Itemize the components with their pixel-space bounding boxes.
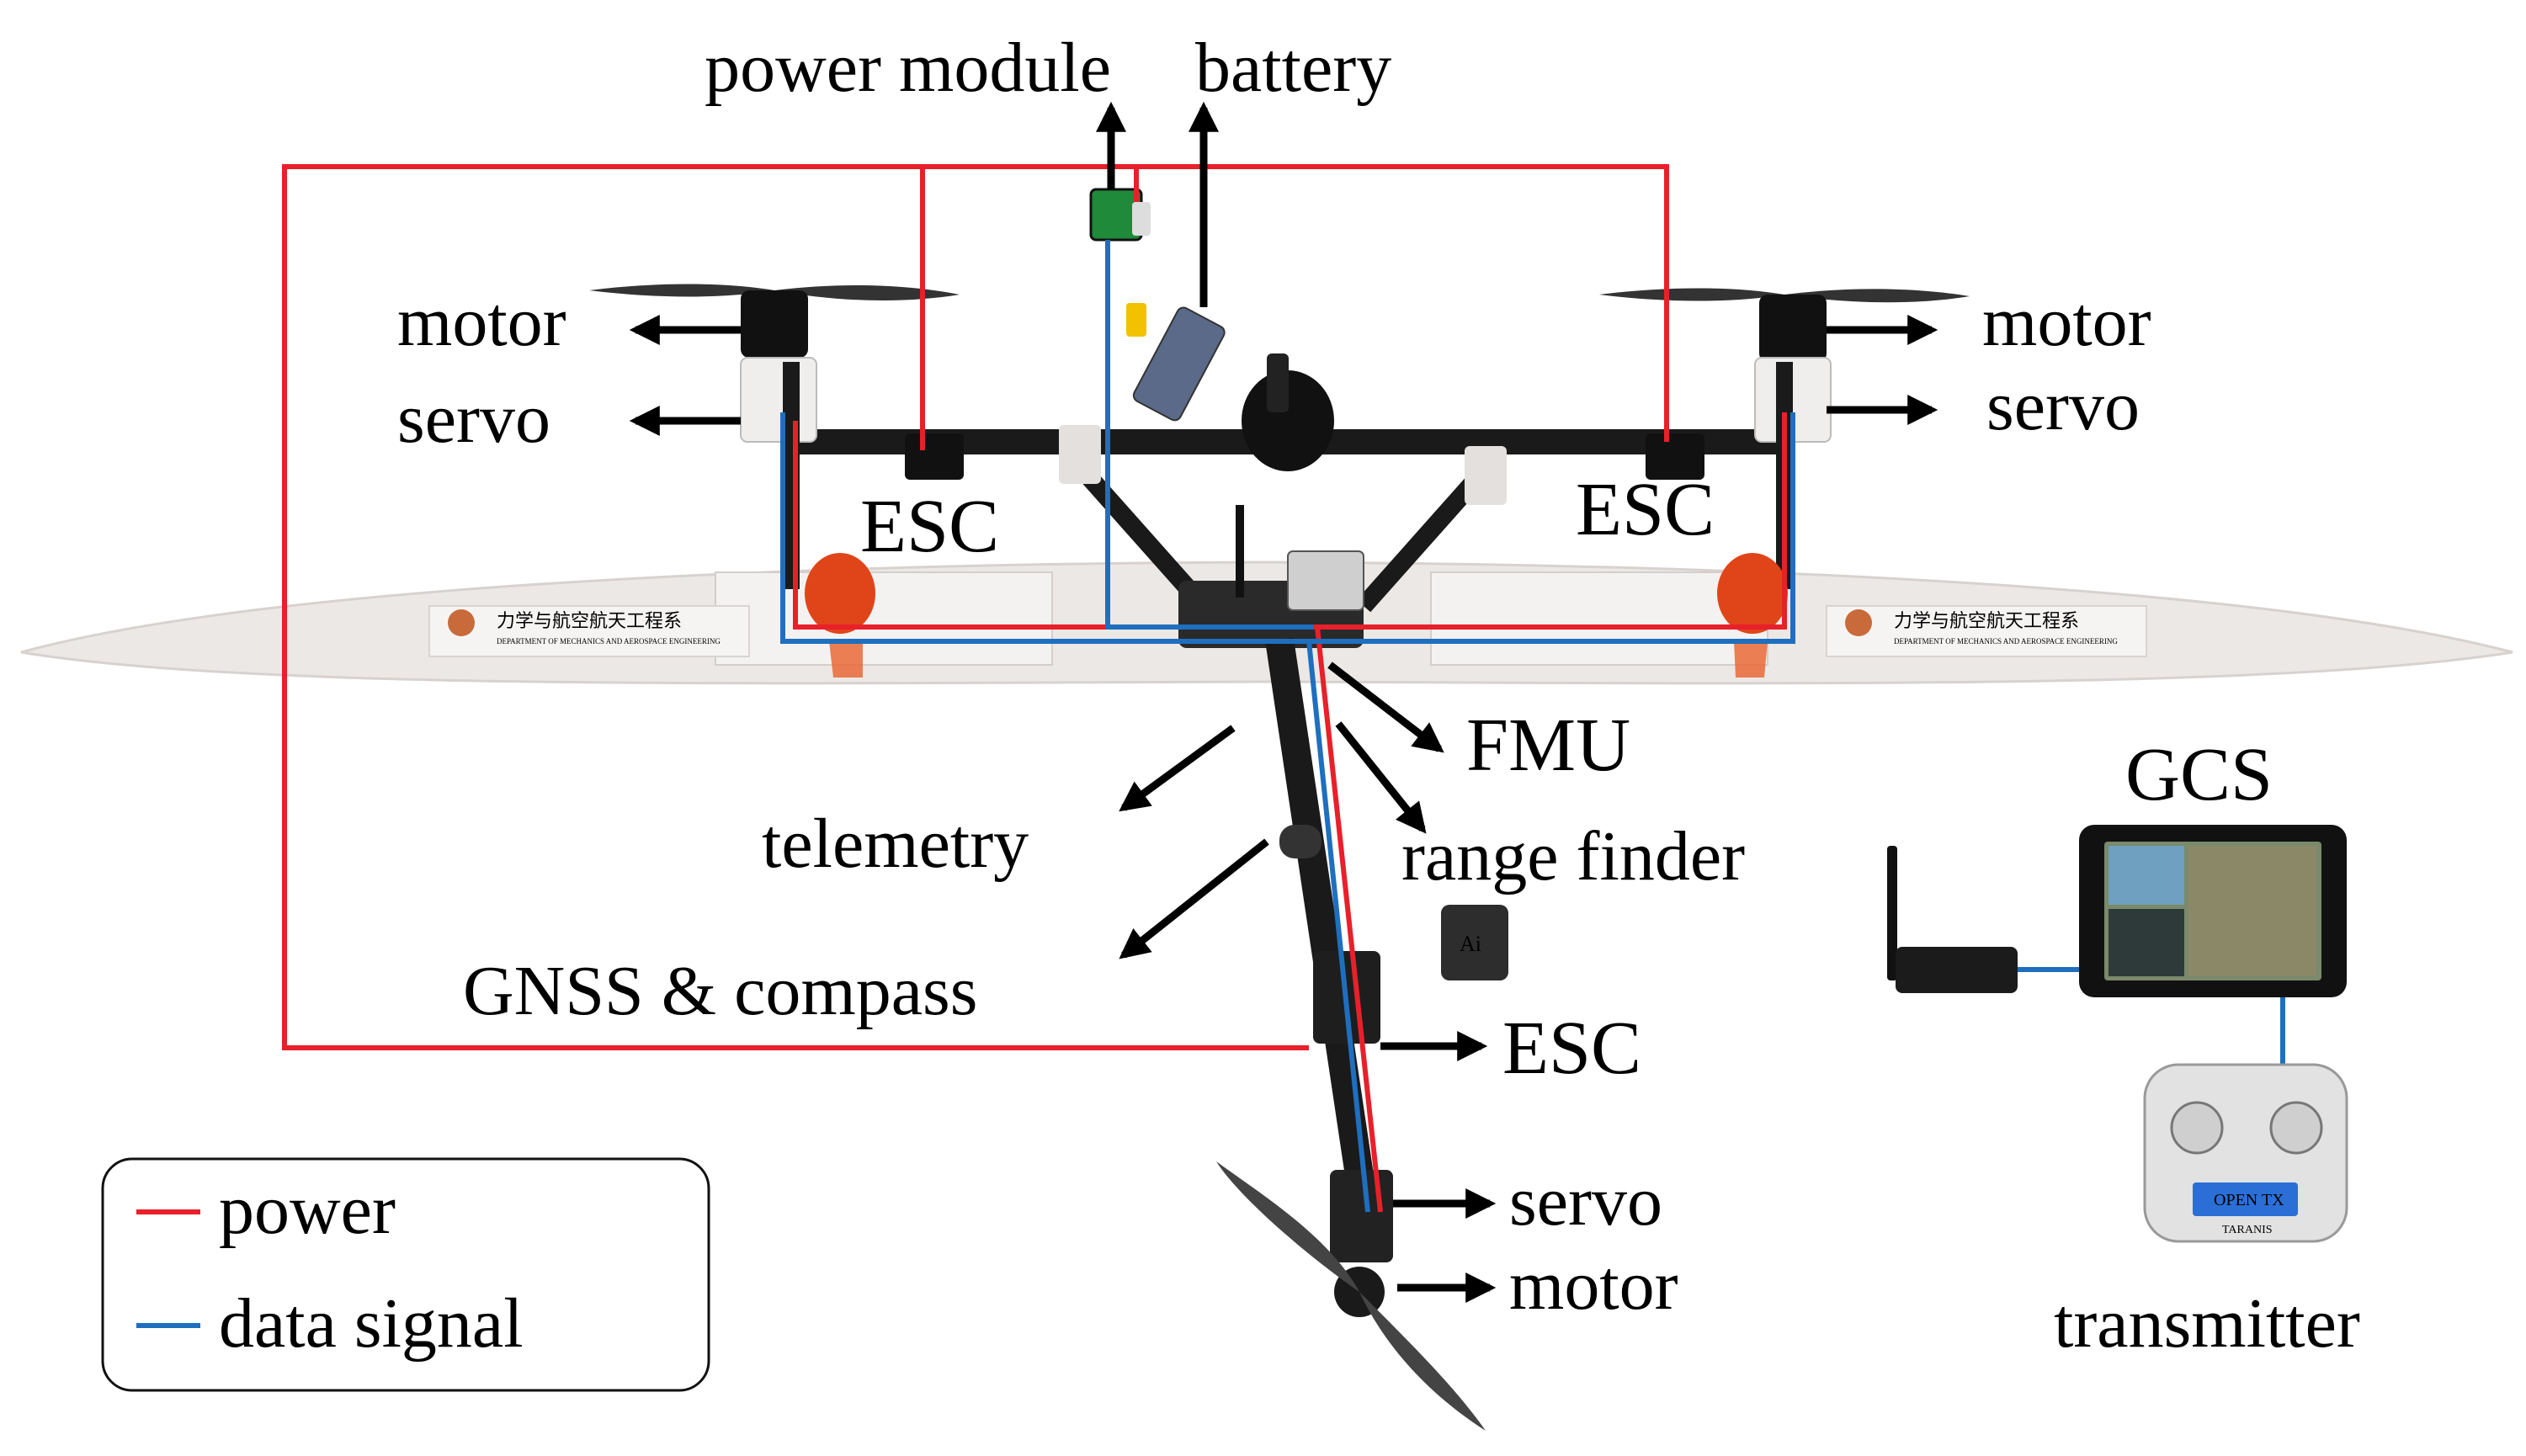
bracket-left (1059, 425, 1101, 484)
wing-text-left: 力学与航空航天工程系 (497, 610, 682, 631)
gcs-screen-panel (2109, 846, 2184, 905)
xt60-connector (1126, 303, 1146, 337)
label-range-finder: range finder (1401, 817, 1745, 895)
signal-left-servo (780, 412, 1313, 644)
signal-tail (1306, 640, 1370, 1213)
range-finder-mark: Ai (1460, 932, 1481, 956)
wing-subtext-left: DEPARTMENT OF MECHANICS AND AEROSPACE EN… (497, 637, 721, 646)
legend-label-power: power (219, 1171, 396, 1249)
arrow-telemetry (1119, 725, 1236, 812)
gcs-screen-instruments (2109, 909, 2184, 976)
airframe (589, 188, 1970, 1431)
label-esc-left: ESC (860, 485, 999, 568)
power-loop-outer (282, 164, 1309, 1050)
bracket-right (1465, 446, 1507, 505)
label-esc-tail: ESC (1502, 1007, 1641, 1090)
signal-power-module (1105, 240, 1313, 630)
transmitter-stick-left (2170, 1101, 2224, 1155)
label-gcs: GCS (2125, 733, 2273, 816)
left-propeller (589, 284, 960, 300)
right-propeller (1599, 288, 1970, 303)
label-esc-right: ESC (1576, 468, 1715, 551)
wing-text-right: 力学与航空航天工程系 (1894, 610, 2079, 631)
power-to-pod-right (1317, 412, 1787, 630)
label-battery: battery (1195, 29, 1391, 107)
wing-panel-right (1430, 571, 1768, 666)
right-esc (1646, 433, 1704, 480)
arrows (629, 101, 1938, 1303)
wing-panel-left (715, 571, 1053, 666)
label-motor-left: motor (397, 283, 566, 361)
legend-label-signal: data signal (219, 1284, 524, 1363)
left-servo (740, 357, 817, 443)
label-gnss-compass: GNSS & compass (463, 952, 977, 1030)
gnss-mount (1279, 825, 1321, 858)
wing-logo-left (448, 609, 475, 636)
wing-subtext-right: DEPARTMENT OF MECHANICS AND AEROSPACE EN… (1894, 637, 2118, 646)
wing-fin-right (1734, 641, 1768, 678)
left-motor-cover (805, 553, 875, 634)
arrow-fmu (1327, 662, 1444, 753)
label-motor-tail: motor (1509, 1246, 1678, 1325)
fmu-board (1287, 550, 1364, 611)
battery (1132, 306, 1226, 422)
transmitter-brand: TARANIS (2222, 1224, 2273, 1236)
power-module-connector (1132, 202, 1151, 236)
wing-fin-left (829, 641, 863, 678)
arrow-gnss (1119, 838, 1269, 959)
nose-mount (1267, 353, 1289, 412)
gcs-group (1887, 825, 2347, 997)
gcs-antenna (1887, 846, 1897, 980)
right-motor (1759, 295, 1827, 362)
transmitter-stick-right (2269, 1101, 2323, 1155)
label-telemetry: telemetry (762, 805, 1029, 883)
label-servo-left: servo (397, 380, 550, 458)
right-motor-cover (1717, 553, 1788, 634)
power-tail (1315, 626, 1383, 1213)
range-finder-device: Ai (1441, 905, 1508, 980)
transmitter-screen (2193, 1182, 2298, 1216)
transmitter-screen-text: OPEN TX (2214, 1191, 2284, 1209)
wing-decal-right (1826, 605, 2147, 657)
tail-propeller-blade-2 (1359, 1292, 1486, 1431)
left-esc (905, 433, 964, 480)
gcs-screen-map (2188, 846, 2316, 976)
power-loop-right (923, 164, 1669, 442)
legend-box (101, 1157, 710, 1392)
label-transmitter: transmitter (2054, 1284, 2360, 1363)
tail-propeller-blade-1 (1216, 1161, 1359, 1292)
range-finder-body (1441, 905, 1508, 980)
signal-wiring (780, 240, 2285, 1213)
transmitter-device: OPEN TX TARANIS (2143, 1063, 2348, 1243)
legend: power data signal (101, 1157, 710, 1392)
tail-boom (1265, 637, 1378, 1206)
wing-logo-right (1845, 609, 1872, 636)
label-motor-right: motor (1982, 283, 2151, 361)
label-servo-tail: servo (1509, 1162, 1662, 1241)
left-motor (741, 290, 808, 358)
gcs-radio (1896, 947, 2018, 993)
labels: power module battery motor servo motor s… (397, 29, 2360, 1363)
nose-motor (1242, 370, 1334, 471)
label-power-module: power module (705, 29, 1111, 107)
tail-servo-block (1330, 1170, 1393, 1262)
label-servo-right: servo (1986, 367, 2140, 445)
label-fmu: FMU (1466, 704, 1630, 787)
wing-decal-left (428, 605, 750, 657)
signal-right-servo (1313, 412, 1795, 644)
arrow-range-finder (1335, 721, 1427, 834)
telemetry-antenna (1236, 505, 1244, 598)
